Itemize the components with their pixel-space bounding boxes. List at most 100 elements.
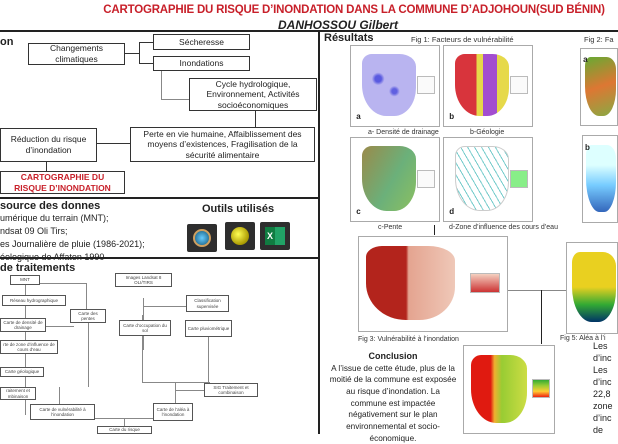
box-cartographie-risque: CARTOGRAPHIE DU RISQUE D’INONDATION [0, 171, 125, 194]
proc-box-occupation: Carte d’occupation du sol [119, 320, 171, 336]
connector [59, 387, 60, 410]
map-letter: a [583, 55, 588, 65]
map-vulnerability [358, 236, 508, 332]
proc-box-sig: SIG Traitement et combinaison [204, 383, 258, 397]
proc-box-traitement: raitement et mbinaison [0, 387, 36, 400]
connector [46, 162, 47, 171]
caption-b: b-Géologie [470, 129, 505, 136]
map-flood-risk [463, 345, 555, 434]
connector [175, 390, 205, 391]
fig2-title: Fig 2: Fa [584, 35, 614, 44]
connector [88, 323, 89, 387]
processing-heading: de traitements [0, 262, 76, 274]
connector [142, 382, 210, 383]
proc-box-alea: Carte de l’aléa à l’inondation [153, 403, 193, 421]
conclusion-section: Conclusion A l’issue de cette étude, plu… [328, 350, 458, 444]
connector [161, 99, 189, 100]
source-item: ndsat 09 Oli Tirs; [0, 226, 68, 237]
intro-heading: on [0, 36, 14, 48]
author-name: DANHOSSOU Gilbert [277, 18, 398, 32]
tools-heading: Outils utilisés [202, 203, 275, 215]
box-perte-vie-humaine: Perte en vie humaine, Affaiblissement de… [130, 127, 315, 162]
side-text-line: zone [593, 400, 613, 411]
connector [175, 382, 176, 404]
source-item: umérique du terrain (MNT); [0, 213, 109, 223]
proc-box-influence: rte de zone d’influence de cours d’eau [0, 340, 58, 354]
proc-box-risque: Carte du risque [97, 426, 152, 434]
section-divider [0, 257, 318, 259]
proc-box-reseau: Réseau hydrographique [2, 295, 66, 306]
column-divider [318, 30, 320, 434]
proc-box-mnt: MNT [10, 275, 40, 285]
fig1-title: Fig 1: Facteurs de vulnérabilité [411, 35, 514, 44]
connector [97, 143, 130, 144]
side-text-line: 22,8 [593, 388, 611, 399]
map-hazard [566, 242, 618, 334]
map-drainage-density: a [350, 45, 440, 127]
box-cycle-hydrologique: Cycle hydrologique, Environnement, Activ… [189, 78, 317, 111]
proc-box-vulnerabilite: Carte de vulnérabilité à l’inondation [30, 404, 95, 420]
map-letter: c [356, 207, 361, 217]
google-earth-icon [225, 222, 255, 250]
connector [124, 418, 125, 432]
proc-box-classification: Classification supervisée [186, 295, 229, 312]
excel-icon: X [260, 222, 290, 250]
side-text-line: d’inc [593, 352, 612, 363]
connector [541, 290, 542, 344]
conclusion-heading: Conclusion [368, 351, 418, 361]
map-letter: a [356, 112, 361, 122]
connector [95, 418, 155, 419]
connector [434, 225, 435, 235]
map-letter: b [449, 112, 455, 122]
connector [142, 315, 143, 383]
map-fig2-a: a [580, 48, 618, 126]
box-changements-climatiques: Changements climatiques [28, 43, 125, 65]
caption-a: a- Densité de drainage [368, 129, 439, 136]
proc-box-landsat: Images Landsat 8 OLI/TIRS [115, 273, 172, 287]
source-item: es Journalière de pluie (1986-2021); [0, 239, 145, 250]
connector [139, 63, 153, 64]
proc-box-pluvio: Carte pluviométrique [185, 320, 232, 337]
connector [40, 283, 86, 284]
box-inondations: Inondations [153, 56, 250, 71]
side-text-line: Les [593, 341, 608, 351]
connector [143, 306, 186, 307]
sources-list: umérique du terrain (MNT); ndsat 09 Oli … [0, 212, 145, 264]
map-river-influence: d [443, 137, 533, 222]
map-slope: c [350, 137, 440, 222]
connector [125, 53, 139, 54]
map-fig2-b: b [582, 135, 618, 223]
connector [255, 111, 256, 127]
caption-c: c-Pente [378, 224, 403, 231]
excel-letter: X [265, 227, 285, 245]
proc-box-geologique: Carte géologique [0, 367, 44, 377]
side-text-line: d’inc [593, 412, 612, 423]
map-letter: d [449, 207, 455, 217]
results-heading: Résultats [324, 32, 374, 44]
poster-title: CARTOGRAPHIE DU RISQUE D’INONDATION DANS… [103, 4, 605, 16]
fig3-caption: Fig 3: Vulnérabilité à l’inondation [358, 336, 459, 343]
map-geology: b [443, 45, 533, 127]
side-text-line: Les [593, 364, 608, 375]
connector [508, 290, 566, 291]
header-divider [0, 30, 618, 32]
connector [46, 326, 74, 327]
proc-box-densite: Carte de densité de drainage [0, 318, 46, 332]
conclusion-text: A l’issue de cette étude, plus de la moi… [329, 363, 457, 443]
proc-box-pentes: Carte des pentes [70, 309, 106, 323]
map-letter: b [585, 142, 590, 152]
connector [139, 42, 153, 43]
fig5-caption: Fig 5: Aléa à l’i [560, 335, 606, 342]
box-secheresse: Sécheresse [153, 34, 250, 50]
caption-d: d-Zone d’influence des cours d’eau [449, 224, 558, 231]
source-item: éologique de Affaton 1990 [0, 252, 105, 263]
qgis-search-icon [187, 224, 217, 252]
side-text-line: d’inc [593, 376, 612, 387]
connector [208, 322, 209, 382]
sources-heading: source des donnes [0, 200, 101, 212]
connector [139, 42, 140, 64]
box-reduction-risque: Réduction du risque d’inondation [0, 128, 97, 162]
side-text-line: de [593, 424, 604, 435]
section-divider [0, 197, 318, 199]
